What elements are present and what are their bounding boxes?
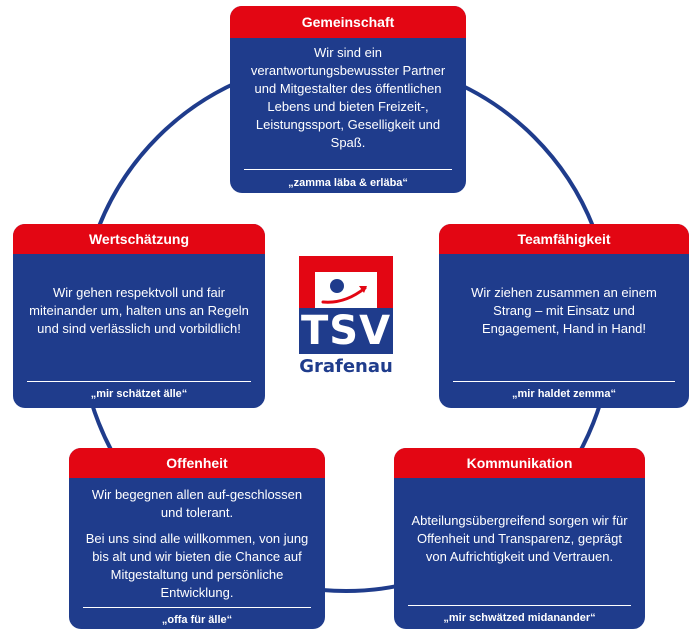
club-logo: TSV Grafenau — [299, 256, 393, 380]
card-motto: „offa für älle“ — [161, 614, 233, 626]
card-motto: „mir schwätzed midanander“ — [443, 612, 596, 624]
card-title: Kommunikation — [394, 448, 645, 478]
card-kommunikation: Kommunikation Abteilungsübergreifend sor… — [394, 448, 645, 629]
card-paragraph: Wir sind ein verantwortungsbewusster Par… — [250, 45, 446, 150]
ball-swoosh-icon — [321, 279, 367, 304]
card-motto: „mir haldet zemma“ — [512, 388, 616, 400]
card-paragraph: Wir begegnen allen auf-geschlossen und t… — [91, 487, 303, 520]
card-text: Wir sind ein verantwortungsbewusster Par… — [230, 38, 466, 152]
divider — [244, 169, 452, 170]
card-teamfaehigkeit: Teamfähigkeit Wir ziehen zusammen an ein… — [439, 224, 689, 408]
card-motto: „zamma läba & erläba“ — [288, 177, 408, 189]
card-wertschaetzung: Wertschätzung Wir gehen respektvoll und … — [13, 224, 265, 408]
card-text: Wir begegnen allen auf-geschlossen und t… — [69, 478, 325, 602]
card-gemeinschaft: Gemeinschaft Wir sind ein verantwortungs… — [230, 6, 466, 193]
logo-text-city: Grafenau — [299, 356, 393, 377]
logo-text-tsv: TSV — [300, 308, 392, 354]
divider — [408, 605, 631, 606]
card-paragraph: Wir ziehen zusammen an einem Strang – mi… — [471, 285, 657, 336]
card-title: Wertschätzung — [13, 224, 265, 254]
divider — [453, 381, 675, 382]
card-title: Offenheit — [69, 448, 325, 478]
divider — [27, 381, 251, 382]
divider — [83, 607, 311, 608]
logo-blue-field — [299, 308, 393, 354]
card-paragraph: Abteilungsübergreifend sorgen wir für Of… — [411, 513, 628, 564]
card-text: Abteilungsübergreifend sorgen wir für Of… — [394, 478, 645, 566]
card-text: Wir ziehen zusammen an einem Strang – mi… — [439, 254, 689, 338]
card-motto: „mir schätzet älle“ — [90, 388, 188, 400]
card-offenheit: Offenheit Wir begegnen allen auf-geschlo… — [69, 448, 325, 629]
card-paragraph: Wir gehen respektvoll und fair miteinand… — [29, 285, 249, 336]
card-text: Wir gehen respektvoll und fair miteinand… — [13, 254, 265, 338]
card-title: Gemeinschaft — [230, 6, 466, 38]
card-title: Teamfähigkeit — [439, 224, 689, 254]
card-paragraph: Bei uns sind alle willkommen, von jung b… — [85, 531, 309, 600]
